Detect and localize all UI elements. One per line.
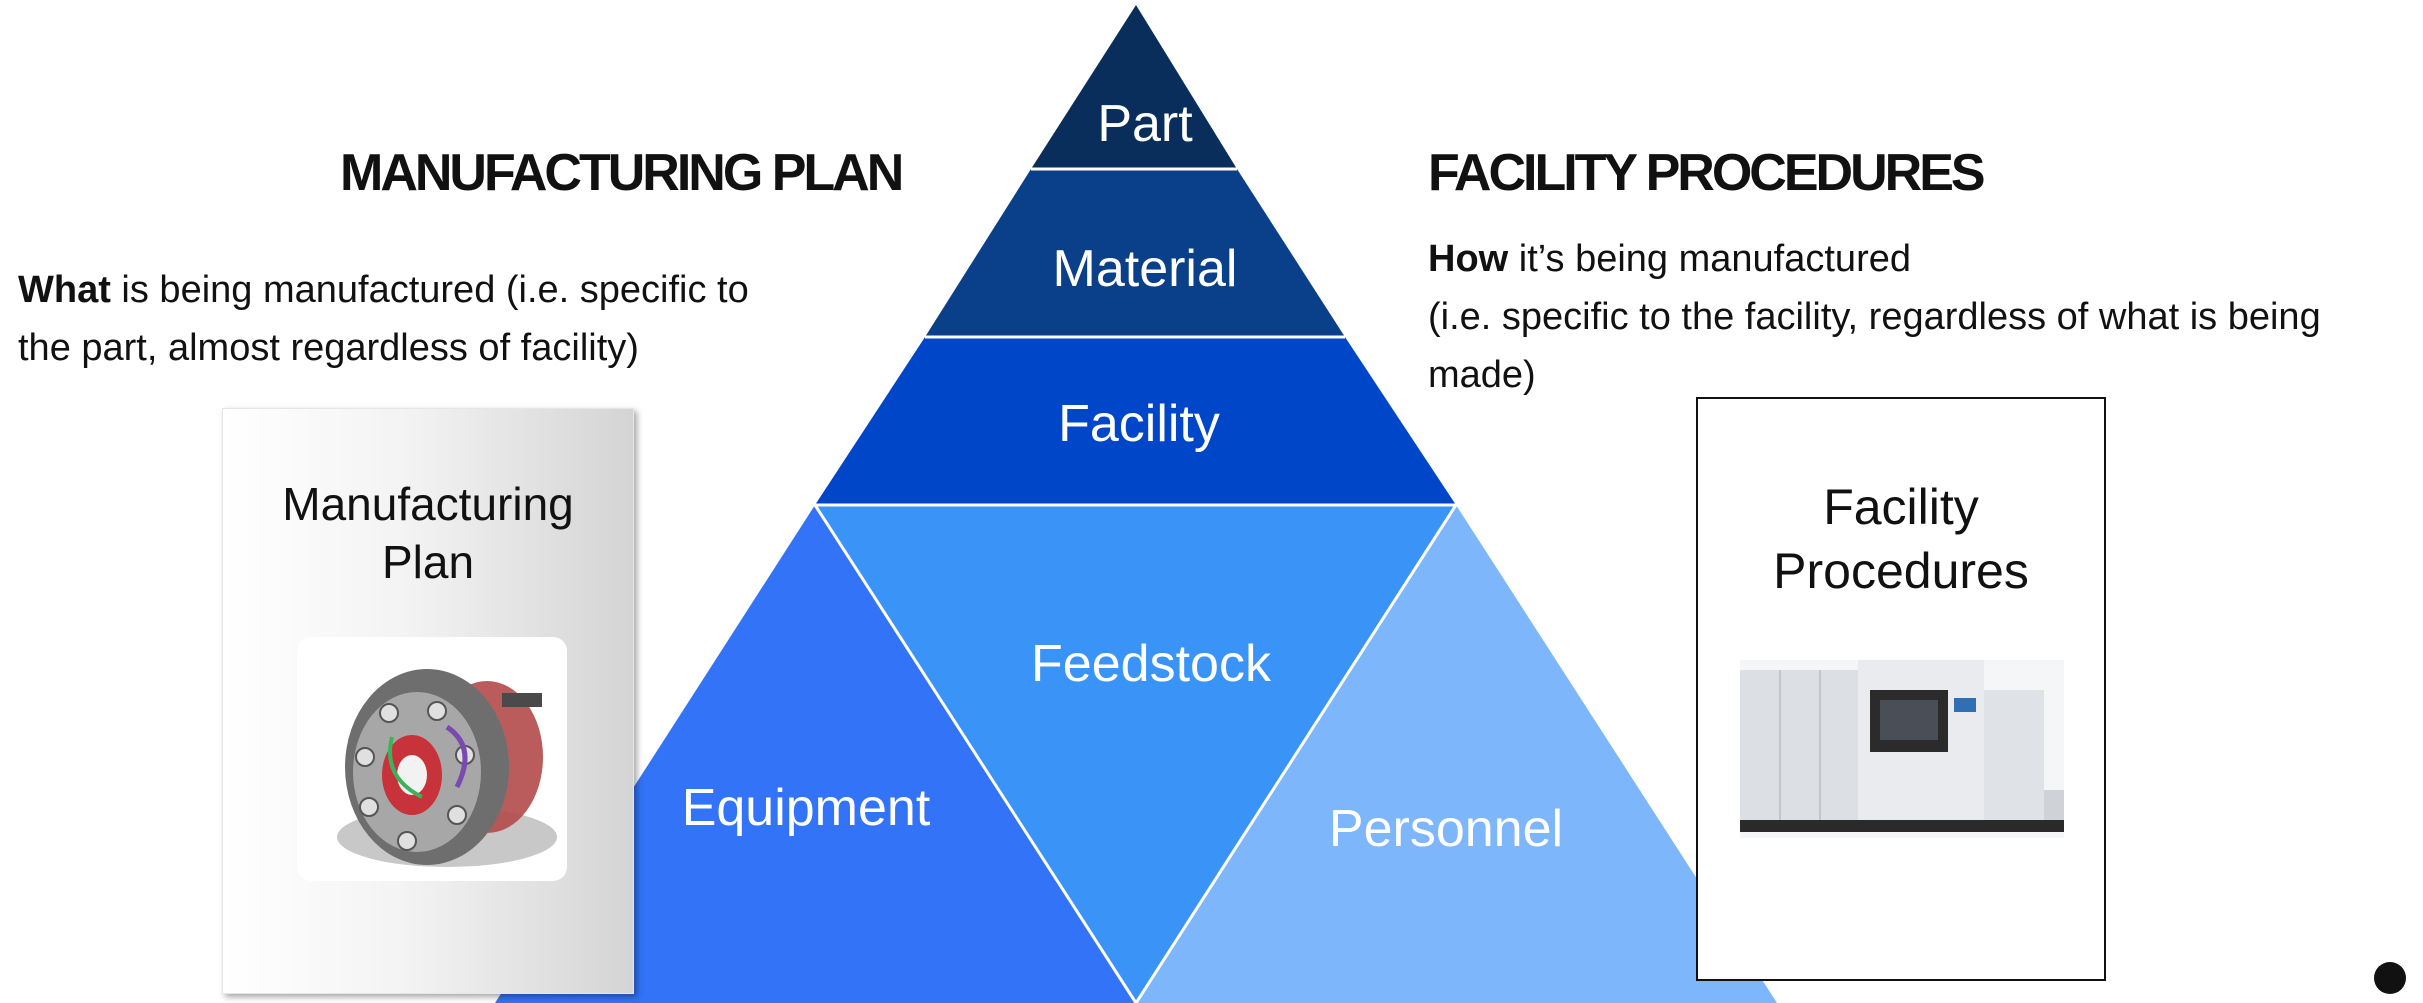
cad-assembly-image: [297, 637, 567, 881]
doc-right-title-line1: Facility: [1823, 479, 1979, 535]
doc-left-title-line1: Manufacturing: [282, 478, 574, 530]
manufacturing-plan-document: Manufacturing Plan: [222, 408, 634, 994]
facility-procedures-document: Facility Procedures: [1696, 397, 2106, 981]
pyramid-label-personnel: Personnel: [1329, 800, 1563, 858]
pyramid-label-facility: Facility: [1058, 395, 1220, 453]
desc-right-line2: (i.e. specific to the facility, regardle…: [1428, 296, 2321, 338]
manufacturing-plan-description: What is being manufactured (i.e. specifi…: [18, 261, 918, 377]
pyramid-label-part: Part: [1097, 95, 1193, 153]
desc-right-line3: made): [1428, 354, 1536, 396]
bullet-dot: [2374, 962, 2406, 994]
pyramid-segment-equipment: [495, 505, 1136, 1003]
pyramid-label-equipment: Equipment: [682, 779, 931, 837]
doc-left-title-line2: Plan: [381, 536, 475, 588]
facility-procedures-description: How it’s being manufactured (i.e. specif…: [1428, 230, 2418, 404]
what-emphasis: What: [18, 269, 111, 311]
desc-left-line1: is being manufactured (i.e. specific to: [110, 269, 749, 311]
how-emphasis: How: [1428, 238, 1509, 280]
pyramid-segment-material: [925, 169, 1345, 337]
pyramid-separators: [813, 167, 1458, 1003]
facility-procedures-doc-title: Facility Procedures: [1698, 475, 2104, 603]
doc-right-title-line2: Procedures: [1773, 543, 2029, 599]
desc-right-line1: it’s being manufactured: [1508, 238, 1911, 280]
3d-printer-machine-image: [1740, 660, 2064, 838]
pyramid-segment-facility: [815, 337, 1456, 505]
manufacturing-plan-doc-title: Manufacturing Plan: [223, 475, 633, 591]
pyramid-segment-part: [1031, 5, 1237, 169]
facility-procedures-heading: FACILITY PROCEDURES: [1428, 144, 1986, 202]
pyramid-label-material: Material: [1053, 240, 1238, 298]
pyramid-segment-personnel: [1136, 505, 1777, 1003]
desc-left-line2: the part, almost regardless of facility): [18, 327, 639, 369]
manufacturing-plan-heading: MANUFACTURING PLAN: [340, 144, 904, 202]
pyramid-label-feedstock: Feedstock: [1031, 635, 1272, 693]
pyramid-segment-feedstock: [815, 505, 1456, 1003]
